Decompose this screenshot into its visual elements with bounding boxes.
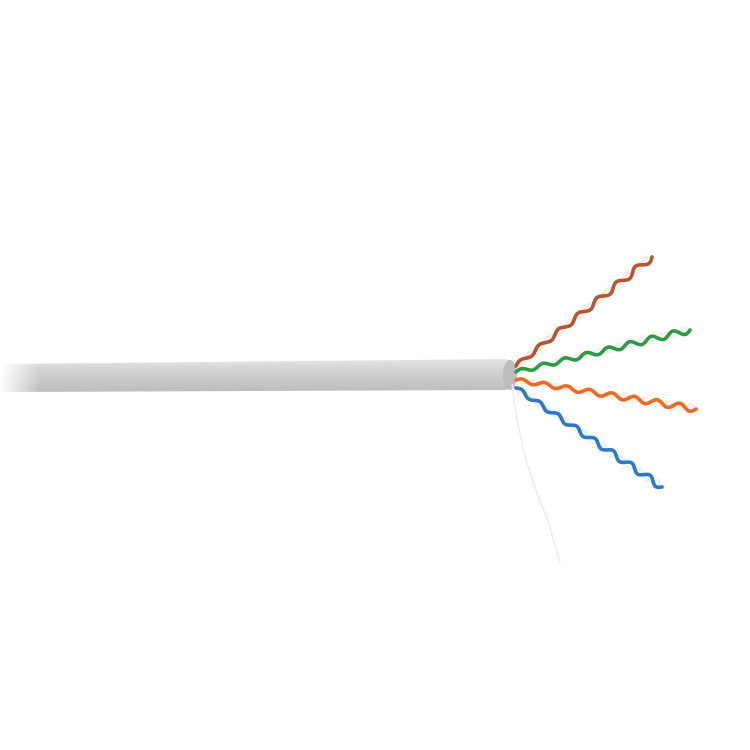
wire-strand-brown-solid: [514, 255, 654, 368]
wire-pair-green: [514, 326, 692, 375]
rip-cord: [511, 383, 561, 563]
wire-pair-blue: [514, 386, 664, 490]
wire-strand-blue-solid: [514, 386, 664, 490]
jacket-end: [503, 360, 517, 390]
wire-pairs: [514, 255, 698, 490]
wire-pair-orange: [514, 377, 698, 414]
wire-pair-brown: [514, 255, 654, 368]
left-fade: [0, 355, 40, 400]
cable-jacket: [0, 359, 516, 392]
wire-strand-green-solid: [514, 328, 692, 374]
wire-strand-orange-solid: [514, 377, 698, 414]
